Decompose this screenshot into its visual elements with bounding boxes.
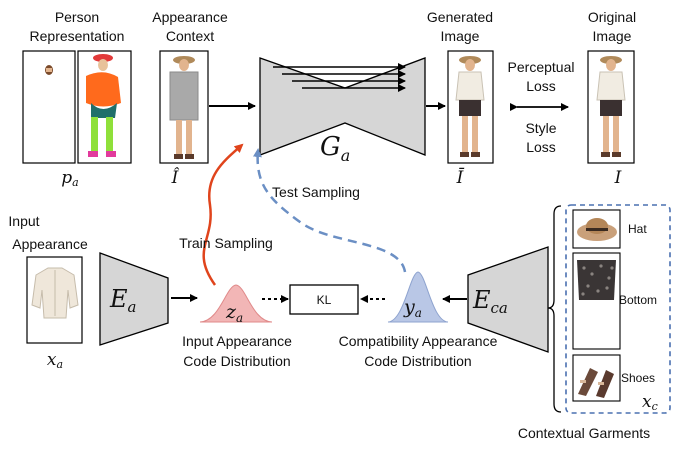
shoes-label: Shoes [621,371,655,385]
person-rep-label-1: Person [55,9,99,25]
bottom-label: Bottom [619,293,657,307]
hat-image [572,209,621,249]
e-ca-symbol: Eca [472,286,508,317]
p-a-symbol: pa [61,168,78,189]
bottom-image [572,252,621,350]
y-distribution [387,271,449,323]
hat-label: Hat [628,222,647,236]
input-code-label-1: Input Appearance [182,333,292,349]
person-representation-image [22,50,132,164]
compat-code-label-1: Compatibility Appearance [339,333,498,349]
generated-label-1: Generated [427,9,493,25]
x-c-symbol: xc [642,392,658,413]
train-sampling-arrow [202,143,244,286]
input-encoder [99,252,169,346]
x-a-symbol: xa [47,350,63,371]
contextual-brace [547,205,562,413]
input-appearance-label-2: Appearance [12,236,88,252]
original-image [587,50,635,164]
person-rep-label-2: Representation [30,28,125,44]
original-label-1: Original [588,9,636,25]
perceptual-loss-label-1: Perceptual [508,59,575,75]
input-appearance-image [26,256,83,344]
g-a-symbol: Ga [320,132,350,165]
generated-image [447,50,494,164]
i-hat-symbol: Î [171,167,180,188]
appearance-context-label-2: Context [166,28,214,44]
z-distribution [199,284,273,323]
kl-box [289,284,359,315]
input-code-label-2: Code Distribution [183,353,290,369]
appearance-context-image [159,50,209,164]
compatibility-encoder [467,246,549,353]
generator-network [259,57,426,156]
compat-code-label-2: Code Distribution [364,353,471,369]
input-appearance-label-1: Input [8,213,39,229]
perceptual-loss-label-2: Loss [526,78,556,94]
train-sampling-label: Train Sampling [179,235,273,251]
y-a-symbol: ya [403,296,422,320]
generated-label-2: Image [441,28,480,44]
z-a-symbol: za [225,301,243,325]
style-loss-label-2: Loss [526,139,556,155]
kl-label: KL [317,293,332,307]
style-loss-label-1: Style [525,120,556,136]
original-label-2: Image [593,28,632,44]
test-sampling-arrow [252,148,407,273]
i-bar-symbol: Ī [456,167,465,188]
i-symbol: I [614,168,622,188]
contextual-garments-box [565,204,671,414]
contextual-garments-label: Contextual Garments [518,425,650,441]
shoes-image [572,354,621,402]
e-a-symbol: Ea [109,285,136,316]
test-sampling-label: Test Sampling [272,184,360,200]
appearance-context-label-1: Appearance [152,9,228,25]
